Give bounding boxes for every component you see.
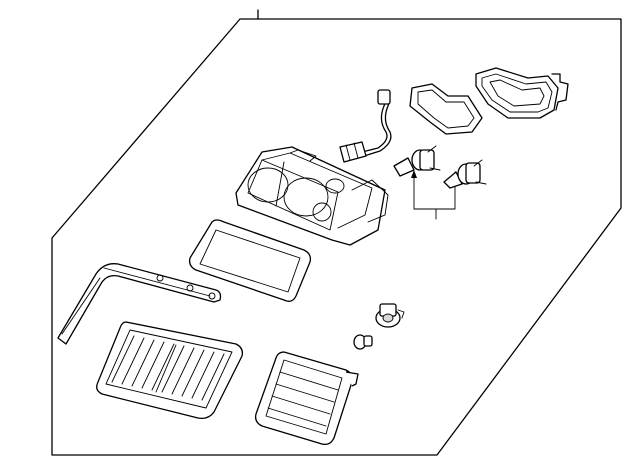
diagram-frame — [51, 9, 622, 456]
clip-icon — [551, 73, 569, 111]
trim-molding-icon — [57, 263, 222, 345]
seal-ring-icon — [188, 219, 312, 302]
small-bulb-icon — [353, 334, 373, 350]
socket-icon — [375, 303, 405, 328]
bulb-icon — [393, 145, 487, 189]
gasket-large-icon — [475, 67, 559, 119]
headlamp-housing-icon — [235, 146, 389, 246]
gasket-small-icon — [409, 83, 483, 135]
corner-lamp-icon — [254, 351, 359, 446]
bulb-harness-icon — [339, 89, 392, 163]
grille-lamp-icon — [96, 321, 244, 420]
